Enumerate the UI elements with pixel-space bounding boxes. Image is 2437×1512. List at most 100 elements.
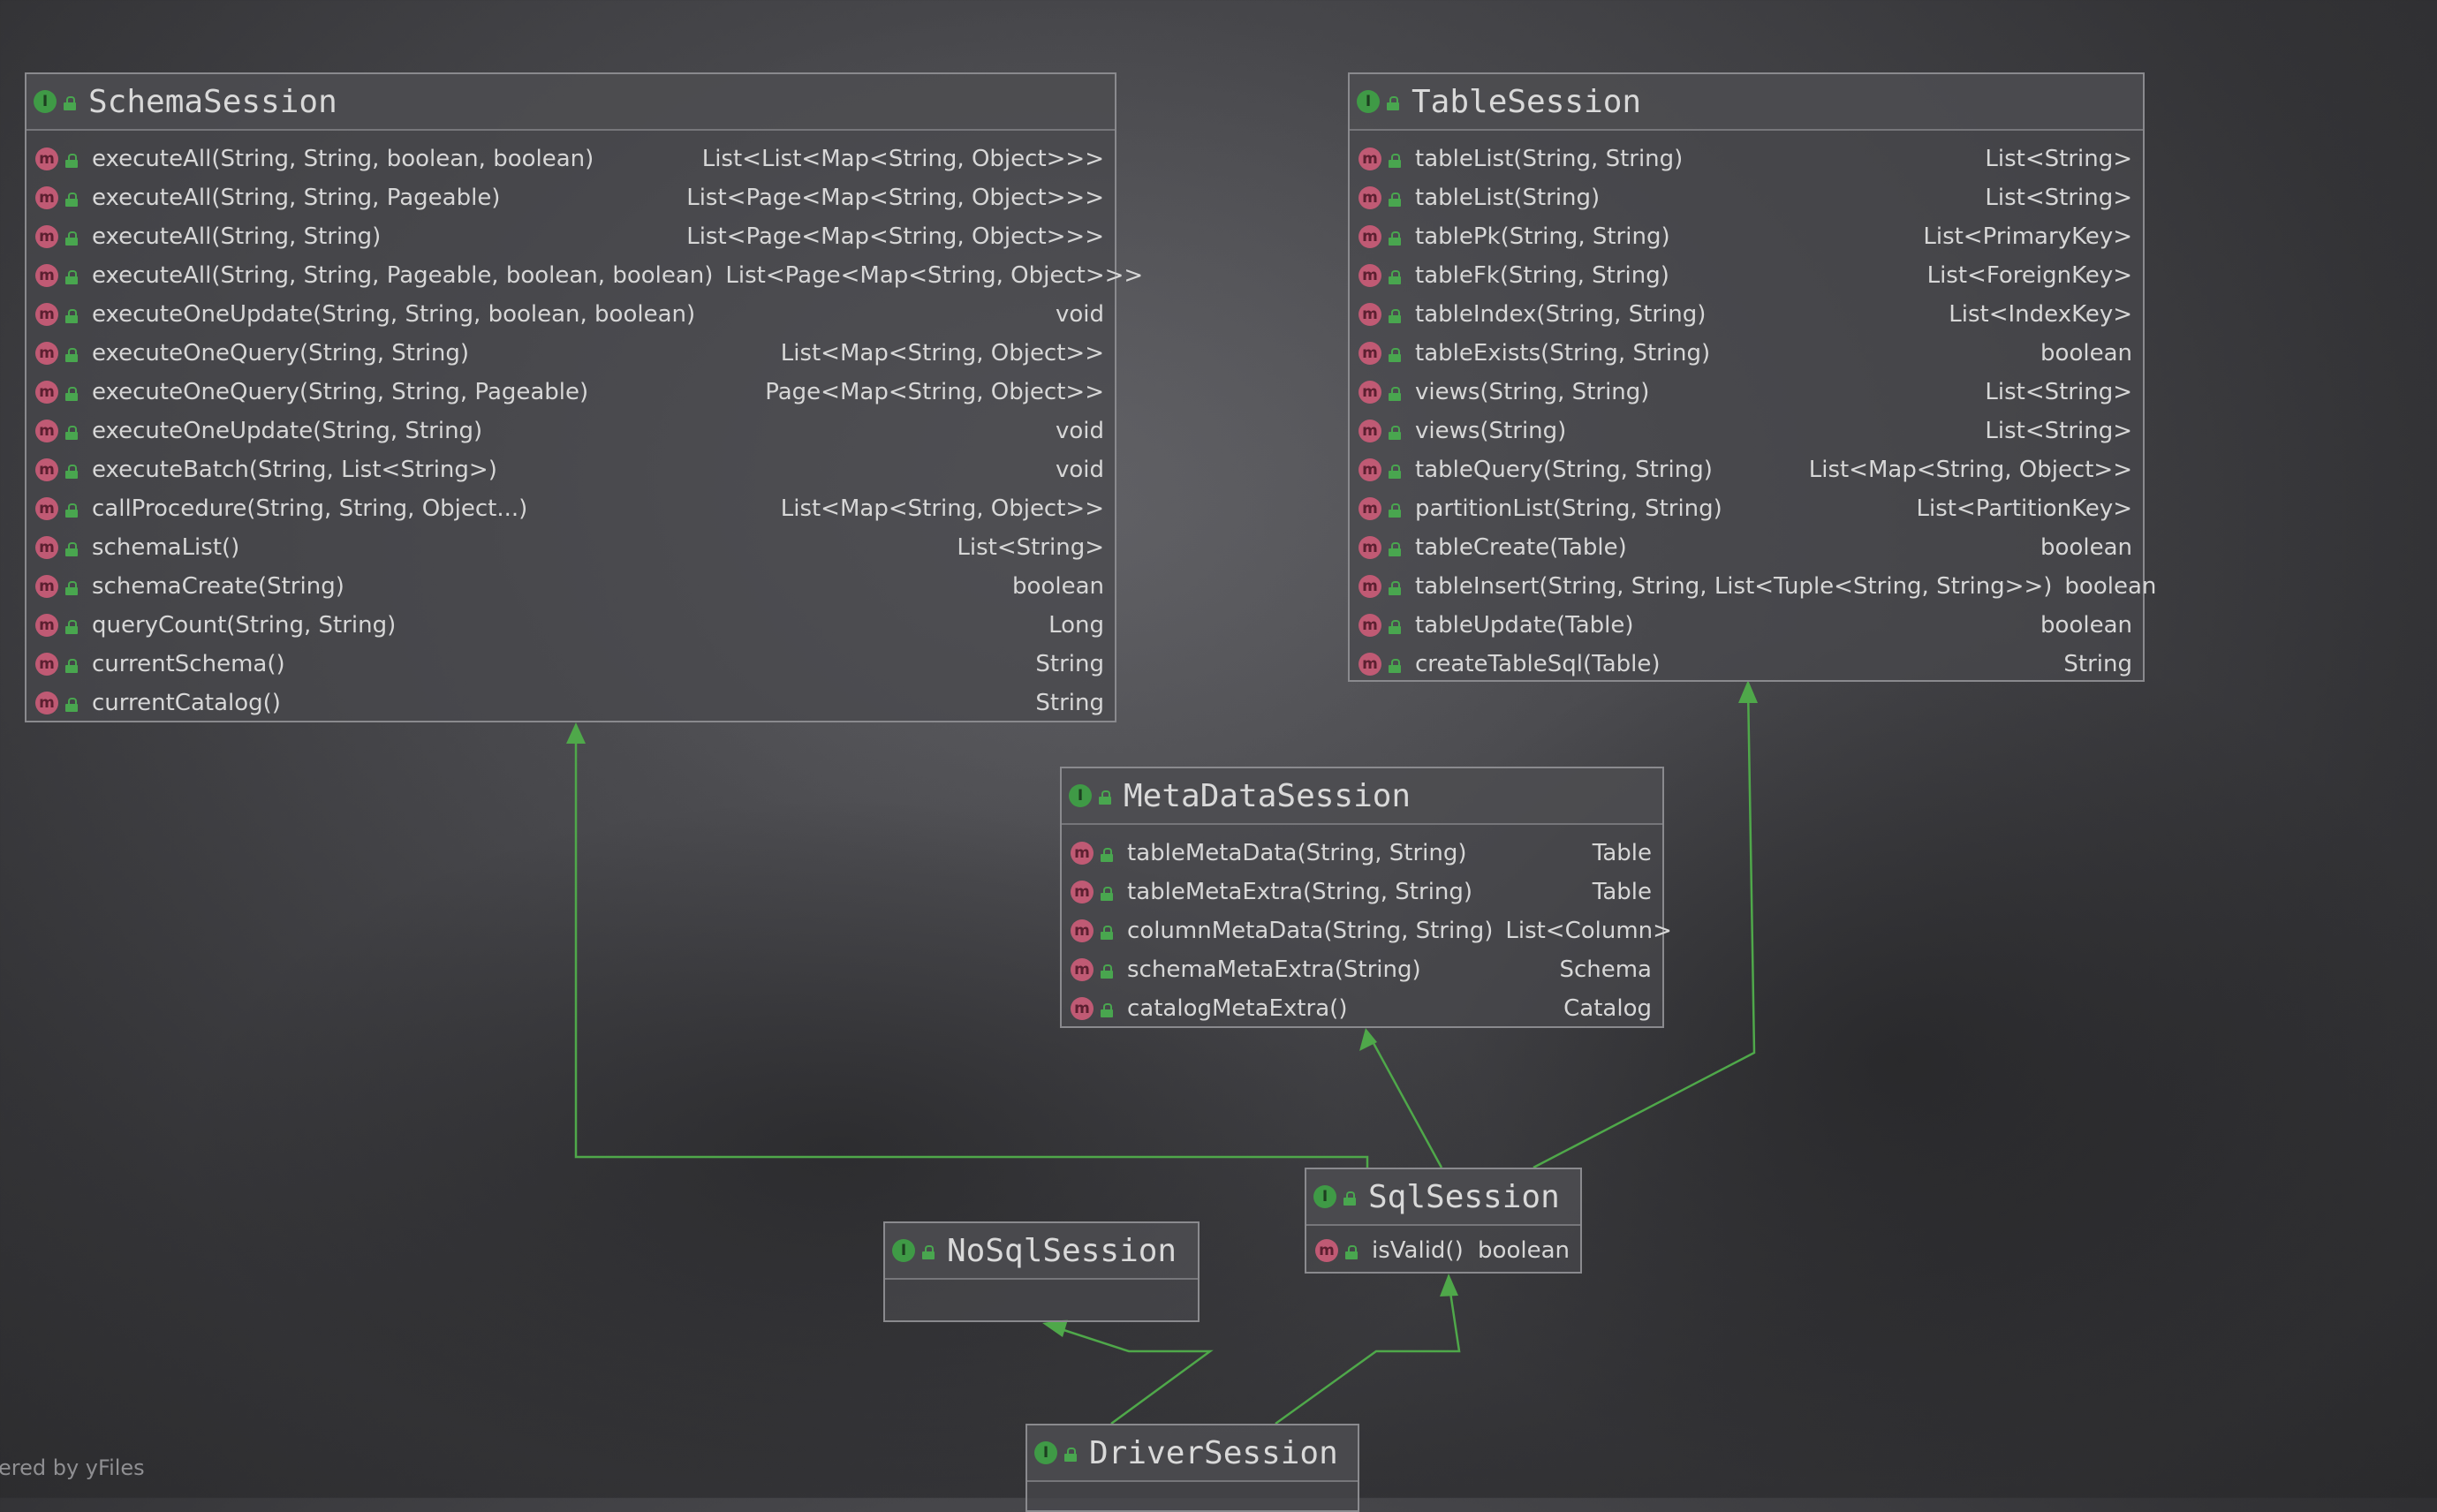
- driver-session-node[interactable]: I DriverSession: [1026, 1424, 1359, 1512]
- public-lock-icon: [1389, 542, 1401, 556]
- arrowhead: [566, 722, 586, 744]
- method-return-type: List<String>: [1985, 185, 2132, 211]
- method-return-type: List<Page<Map<String, Object>>>: [725, 262, 1144, 289]
- method-return-type: List<String>: [1985, 146, 2132, 172]
- arrow-sql-to-table: [1533, 686, 1756, 1169]
- method-return-type: List<PrimaryKey>: [1923, 223, 2132, 250]
- method-signature: callProcedure(String, String, Object...): [92, 495, 528, 522]
- method-signature: executeBatch(String, List<String>): [92, 457, 497, 483]
- public-lock-icon: [64, 96, 76, 110]
- node-header[interactable]: I SqlSession: [1306, 1169, 1580, 1226]
- method-icon: m: [1359, 186, 1381, 209]
- public-lock-icon: [1389, 270, 1401, 284]
- method-icon: m: [35, 264, 58, 287]
- method-icon: m: [1315, 1239, 1338, 1262]
- method-signature: executeOneUpdate(String, String): [92, 418, 483, 444]
- public-lock-icon: [1389, 193, 1401, 207]
- public-lock-icon: [65, 154, 78, 168]
- method-signature: catalogMetaExtra(): [1127, 995, 1348, 1022]
- method-icon: m: [35, 186, 58, 209]
- method-return-type: List<Page<Map<String, Object>>>: [686, 223, 1104, 250]
- arrowhead: [1440, 1274, 1458, 1297]
- method-return-type: List<Page<Map<String, Object>>>: [686, 185, 1104, 211]
- method-icon: m: [35, 303, 58, 326]
- node-header[interactable]: I SchemaSession: [26, 74, 1115, 131]
- method-icon: m: [1359, 303, 1381, 326]
- interface-icon: I: [1069, 784, 1092, 807]
- public-lock-icon: [65, 542, 78, 556]
- method-icon: m: [35, 420, 58, 442]
- method-icon: m: [1071, 919, 1094, 942]
- method-signature: views(String, String): [1415, 379, 1650, 405]
- method-signature: tableMetaExtra(String, String): [1127, 879, 1473, 905]
- method-signature: createTableSql(Table): [1415, 651, 1661, 677]
- public-lock-icon: [1064, 1448, 1077, 1462]
- method-signature: executeOneQuery(String, String, Pageable…: [92, 379, 589, 405]
- node-header[interactable]: I DriverSession: [1027, 1425, 1358, 1482]
- node-header[interactable]: I TableSession: [1350, 74, 2143, 131]
- public-lock-icon: [1389, 309, 1401, 323]
- arrow-sql-to-schema: [574, 730, 1369, 1168]
- method-icon: m: [1071, 842, 1094, 865]
- method-icon: m: [1359, 653, 1381, 676]
- public-lock-icon: [1101, 926, 1113, 940]
- method-return-type: List<Map<String, Object>>: [780, 495, 1104, 522]
- public-lock-icon: [1389, 659, 1401, 673]
- method-return-type: List<String>: [1985, 418, 2132, 444]
- method-icon: m: [35, 225, 58, 248]
- method-signature: currentSchema(): [92, 651, 285, 677]
- node-header[interactable]: I MetaDataSession: [1062, 768, 1662, 825]
- method-signature: executeAll(String, String): [92, 223, 382, 250]
- method-icon: m: [1359, 225, 1381, 248]
- nosql-session-node[interactable]: I NoSqlSession: [883, 1221, 1200, 1322]
- interface-icon: I: [1357, 90, 1380, 113]
- node-title: TableSession: [1411, 83, 1642, 120]
- public-lock-icon: [1101, 887, 1113, 901]
- node-header[interactable]: I NoSqlSession: [885, 1223, 1198, 1280]
- method-return-type: boolean: [1012, 573, 1104, 600]
- node-title: NoSqlSession: [947, 1232, 1177, 1269]
- method-row[interactable]: m executeAll(String, String) List<Page<Map…: [26, 217, 1115, 256]
- method-return-type: boolean: [2064, 573, 2157, 600]
